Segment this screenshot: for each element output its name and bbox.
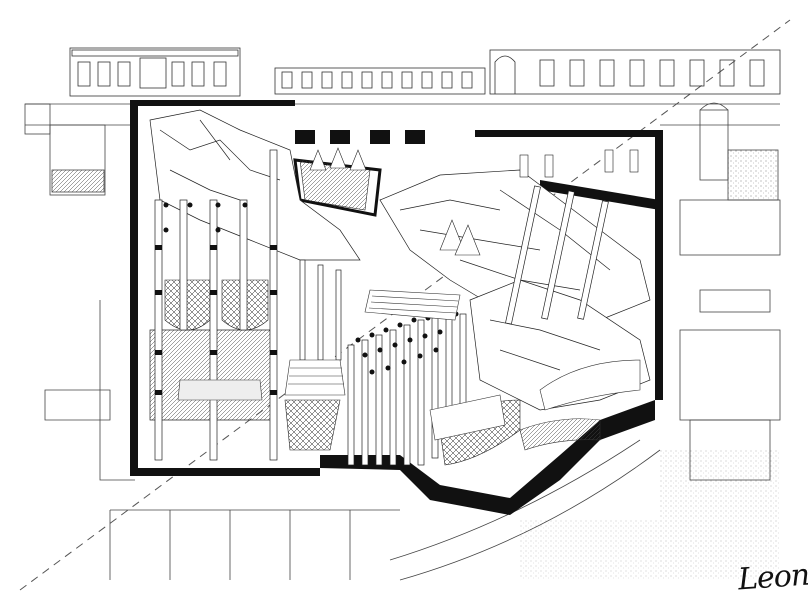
stairs-platforms bbox=[177, 289, 641, 451]
site-context bbox=[24, 102, 781, 581]
artist-signature: Leon bbox=[736, 557, 808, 598]
spires bbox=[309, 147, 639, 256]
top-elevation bbox=[69, 47, 781, 97]
building-walls bbox=[130, 100, 663, 515]
column-grid bbox=[154, 149, 609, 466]
